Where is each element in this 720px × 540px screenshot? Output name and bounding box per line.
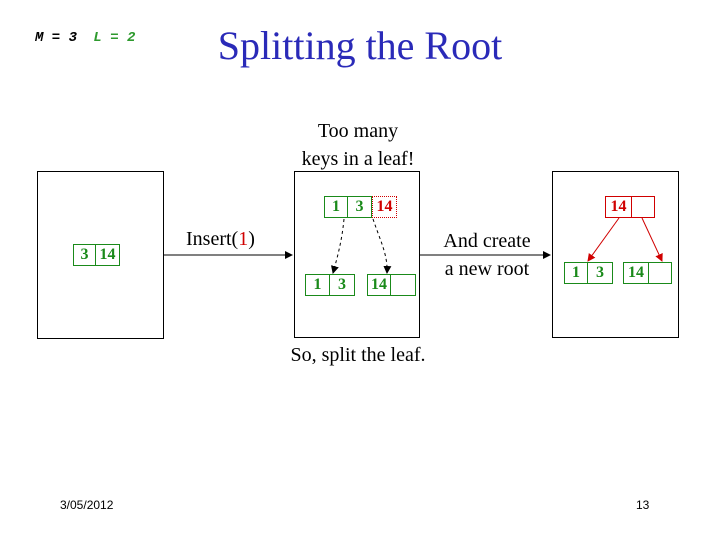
page-title: Splitting the Root: [217, 23, 503, 68]
insert-operation-label: Insert(1): [186, 228, 255, 250]
right-split-leaf: 14: [367, 274, 416, 296]
new-root-caption: And create a new root: [443, 230, 531, 280]
l-parameter: L = 2: [93, 30, 136, 46]
leaf-key: 1: [305, 274, 330, 296]
root-left-pointer: [587, 217, 620, 262]
page-number: 13: [636, 498, 650, 512]
overflow-key: 14: [372, 196, 397, 218]
split-left-arrow: [331, 218, 345, 274]
leaf-key: 3: [330, 274, 355, 296]
inserted-key: 1: [238, 228, 249, 250]
leaf-key: 1: [564, 262, 588, 284]
overfull-leaf-node: 1 3 14: [324, 196, 397, 218]
root-right-pointer: [641, 217, 663, 262]
parameters-label: M = 3 L = 2: [35, 30, 135, 46]
left-split-leaf: 1 3: [305, 274, 355, 296]
leaf-key: [391, 274, 416, 296]
tree-before-insert: [37, 171, 164, 339]
tree-splitting-leaf: [294, 171, 420, 338]
overflow-caption: Too many keys in a leaf!: [301, 120, 415, 170]
right-child-leaf: 14: [623, 262, 672, 284]
leaf-key: 3: [348, 196, 372, 218]
leaf-key: [649, 262, 672, 284]
leaf-key: 14: [623, 262, 649, 284]
leaf-key: 3: [588, 262, 613, 284]
split-right-arrow: [372, 218, 392, 274]
leaf-key: 14: [367, 274, 391, 296]
new-root-node: 14: [605, 196, 655, 218]
root-empty-slot: [632, 196, 655, 218]
leaf-key: 1: [324, 196, 348, 218]
leaf-node: 3 14: [73, 244, 120, 266]
split-caption: So, split the leaf.: [290, 344, 426, 366]
leaf-key: 14: [96, 244, 120, 266]
root-key: 14: [605, 196, 632, 218]
leaf-key: 3: [73, 244, 96, 266]
footer-date: 3/05/2012: [60, 498, 114, 512]
left-child-leaf: 1 3: [564, 262, 613, 284]
m-parameter: M = 3: [35, 30, 78, 46]
